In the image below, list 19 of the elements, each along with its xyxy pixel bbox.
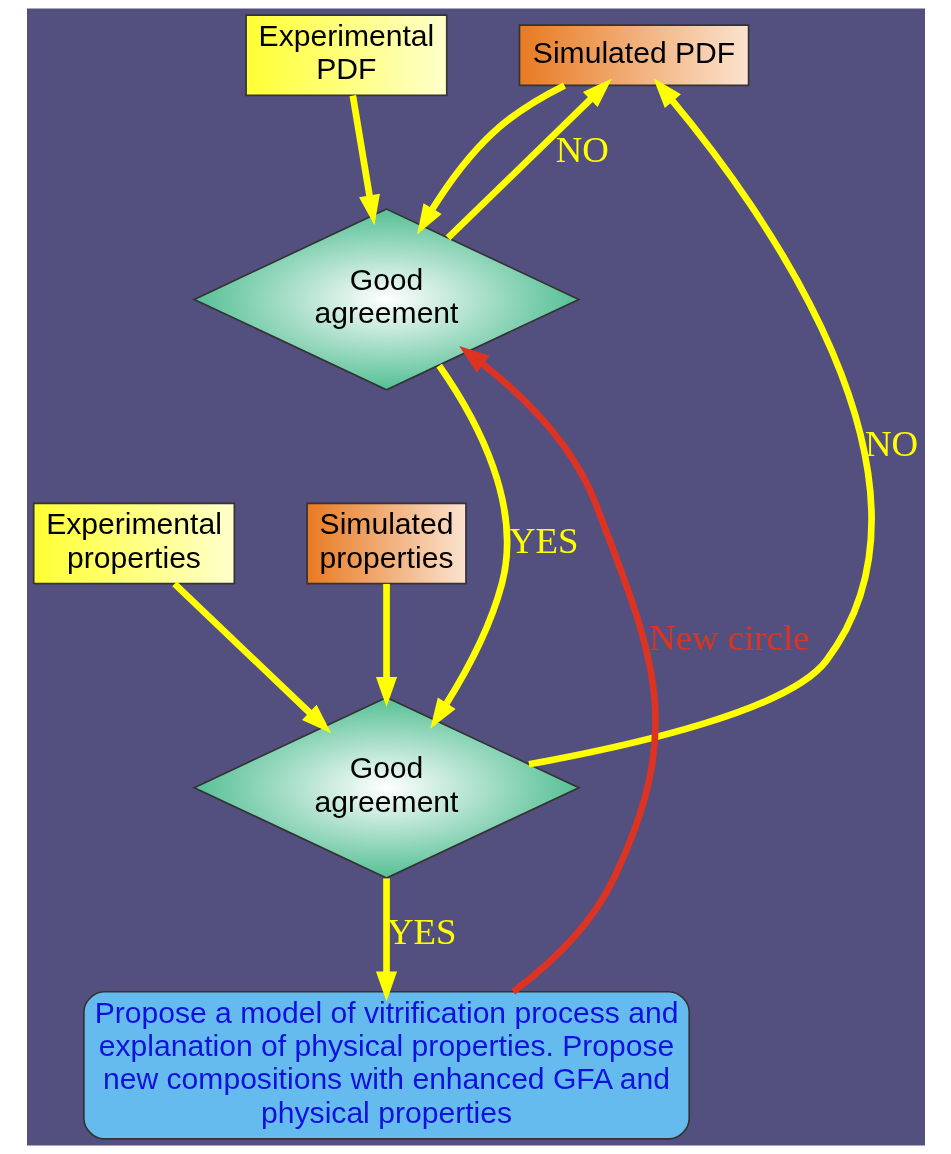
node-box: Propose a model of vitrification process and explanation of physical properties. Propose new compositions with enhanced GFA and physical properties <box>82 990 690 1140</box>
node-diamond: Good agreement <box>191 208 581 391</box>
edge-label: NO <box>555 128 609 170</box>
edge-label: NO <box>864 422 918 464</box>
node-box: Experimental PDF <box>244 14 448 97</box>
edge-label: YES <box>508 519 578 561</box>
arrow <box>429 363 510 729</box>
node-box: Simulated PDF <box>518 24 749 87</box>
arrow <box>458 345 659 995</box>
node-box: Simulated properties <box>305 502 467 585</box>
arrow <box>171 581 331 734</box>
arrow <box>349 95 380 226</box>
arrow <box>527 78 875 768</box>
arrow <box>445 78 612 241</box>
arrow <box>416 82 566 235</box>
arrow <box>375 583 397 708</box>
node-box: Experimental properties <box>32 502 235 585</box>
edge-label: New circle <box>648 616 809 658</box>
arrow <box>375 878 397 1002</box>
